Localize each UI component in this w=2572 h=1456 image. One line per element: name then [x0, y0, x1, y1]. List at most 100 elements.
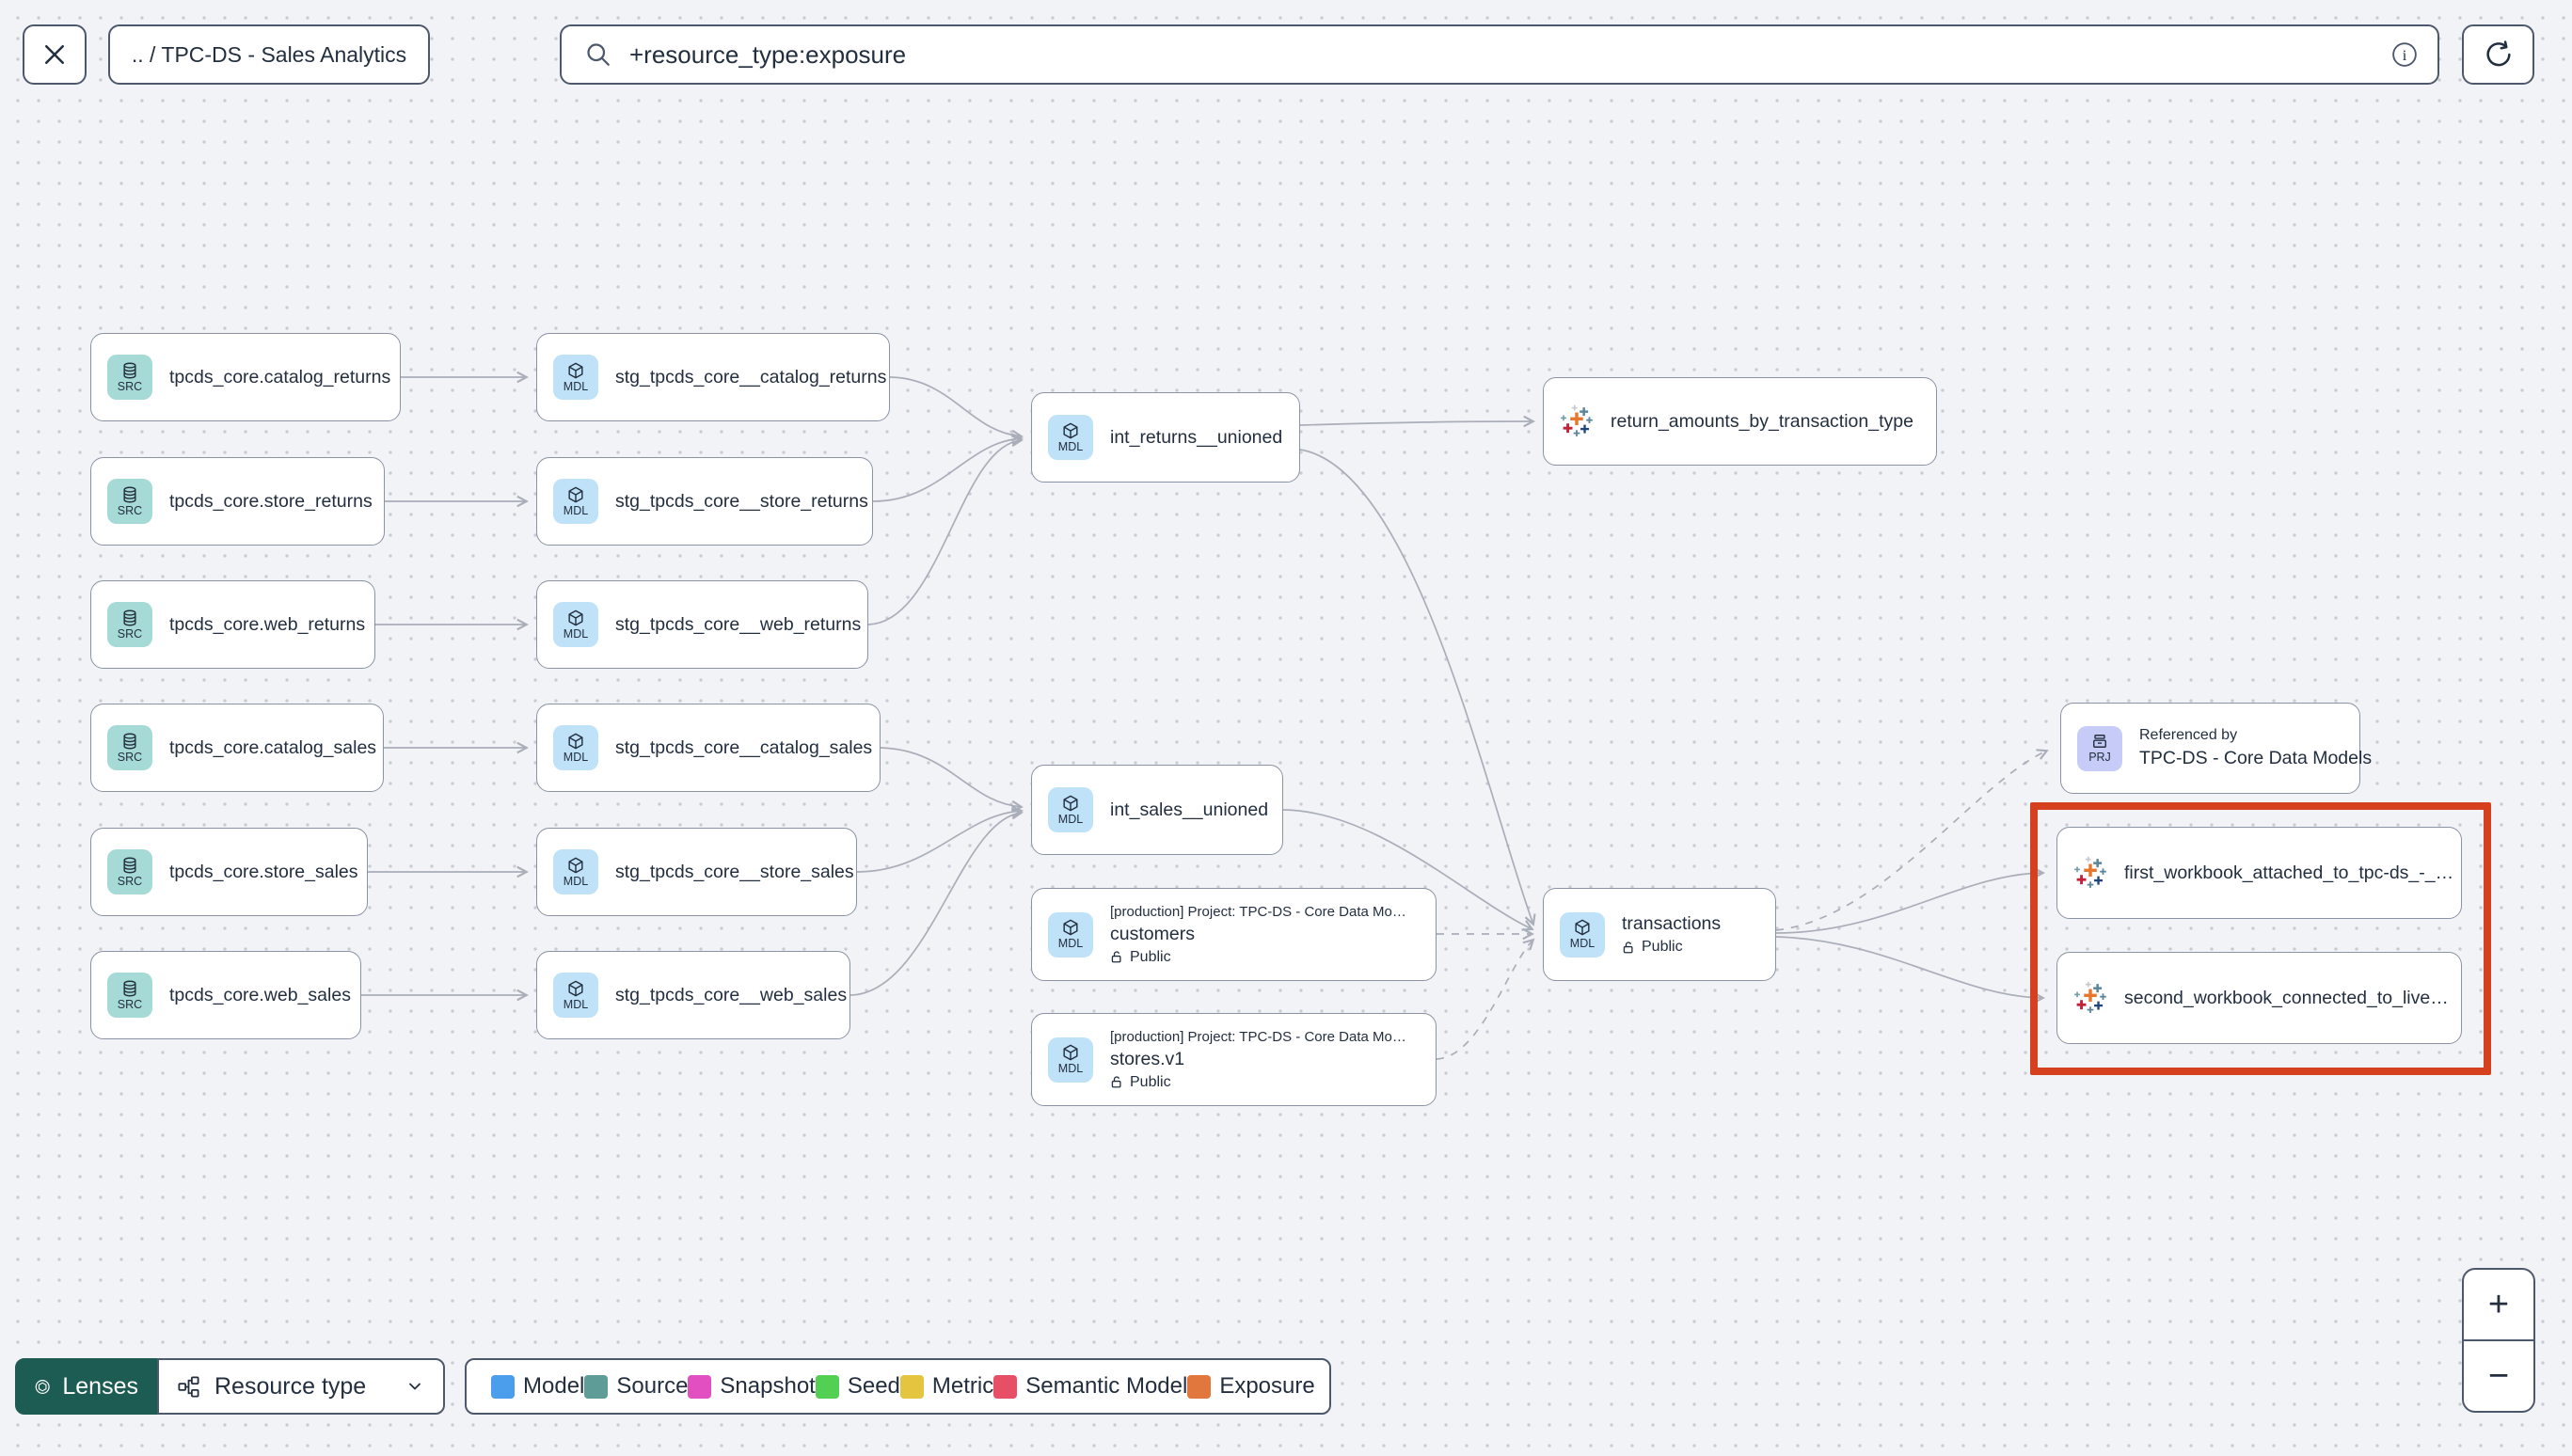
legend-swatch [584, 1374, 609, 1399]
node-exp-second-workbook[interactable]: second_workbook_connected_to_live… [2056, 952, 2462, 1044]
node-mdl-customers[interactable]: MDL [production] Project: TPC-DS - Core D… [1031, 888, 1437, 981]
legend-item-semantic-model: Semantic Model [993, 1373, 1187, 1400]
resource-type-icon [178, 1375, 199, 1398]
refresh-icon [2485, 40, 2511, 67]
lineage-edge [1299, 415, 1535, 428]
source-database-icon: SRC [107, 479, 152, 524]
zoom-control: + − [2462, 1268, 2535, 1413]
node-exp-return-amounts[interactable]: return_amounts_by_transaction_type [1543, 377, 1937, 466]
access-badge: Public [1110, 949, 1406, 966]
legend-item-snapshot: Snapshot [688, 1373, 816, 1400]
legend-item-metric: Metric [899, 1373, 993, 1400]
search-input[interactable] [627, 39, 2375, 71]
resource-type-dropdown[interactable]: Resource type [157, 1358, 445, 1415]
referenced-by-label: Referenced by [2139, 727, 2238, 743]
lineage-edge [1299, 449, 1536, 926]
close-icon [45, 45, 64, 64]
lineage-edge [867, 435, 1024, 625]
zoom-in-button[interactable]: + [2464, 1270, 2533, 1341]
lineage-edge [849, 807, 1024, 996]
source-database-icon: SRC [107, 849, 152, 894]
tableau-icon [1560, 404, 1594, 438]
lineage-edge [872, 433, 1024, 502]
legend-swatch [993, 1374, 1018, 1399]
legend-swatch [815, 1374, 839, 1399]
close-button[interactable] [23, 24, 87, 85]
legend-swatch [1187, 1374, 1212, 1399]
lenses-label: Lenses [62, 1372, 138, 1400]
search-bar[interactable]: i [560, 24, 2439, 85]
model-cube-icon: MDL [553, 479, 598, 524]
lineage-edge [889, 376, 1024, 442]
model-cube-icon: MDL [553, 725, 598, 770]
lineage-edge [856, 805, 1024, 873]
legend-item-model: Model [491, 1373, 584, 1400]
project-archive-icon: PRJ [2077, 725, 2122, 771]
node-exp-first-workbook[interactable]: first_workbook_attached_to_tpc-ds_-_… [2056, 827, 2462, 919]
model-cube-icon: MDL [1048, 911, 1093, 957]
access-badge: Public [1622, 939, 1721, 956]
info-icon[interactable]: i [2390, 40, 2419, 69]
source-database-icon: SRC [107, 602, 152, 647]
legend-item-source: Source [584, 1373, 688, 1400]
legend-swatch [491, 1374, 515, 1399]
zoom-out-button[interactable]: − [2464, 1341, 2533, 1411]
tableau-icon [2073, 981, 2107, 1015]
model-cube-icon: MDL [553, 602, 598, 647]
lineage-edge [1775, 749, 2049, 931]
model-cube-icon: MDL [1048, 415, 1093, 460]
lineage-edge [880, 747, 1024, 813]
legend-swatch [688, 1374, 712, 1399]
lock-open-icon [1110, 950, 1124, 964]
lineage-edge [1775, 866, 2045, 934]
project-context: [production] Project: TPC-DS - Core Data… [1110, 903, 1406, 920]
lock-open-icon [1110, 1075, 1124, 1089]
breadcrumb[interactable]: .. / TPC-DS - Sales Analytics [108, 24, 430, 85]
search-icon [587, 43, 610, 66]
model-cube-icon: MDL [553, 973, 598, 1018]
svg-text:i: i [2403, 47, 2407, 64]
legend-swatch [899, 1374, 924, 1399]
source-database-icon: SRC [107, 973, 152, 1018]
model-cube-icon: MDL [1560, 911, 1605, 957]
access-badge: Public [1110, 1074, 1406, 1091]
lenses-button[interactable]: Lenses [15, 1358, 157, 1415]
breadcrumb-label: .. / TPC-DS - Sales Analytics [131, 41, 407, 67]
lineage-edge [1282, 809, 1534, 931]
lineage-edge [1436, 938, 1535, 1060]
legend-item-seed: Seed [815, 1373, 900, 1400]
chevron-down-icon [409, 1383, 421, 1390]
refresh-button[interactable] [2462, 24, 2534, 85]
node-mdl-stores[interactable]: MDL [production] Project: TPC-DS - Core D… [1031, 1013, 1437, 1106]
resource-type-label: Resource type [214, 1372, 367, 1400]
model-cube-icon: MDL [1048, 1037, 1093, 1083]
legend-item-exposure: Exposure [1187, 1373, 1315, 1400]
lineage-edge [1775, 936, 2045, 1005]
project-context: [production] Project: TPC-DS - Core Data… [1110, 1028, 1406, 1045]
source-database-icon: SRC [107, 725, 152, 770]
lock-open-icon [1622, 941, 1636, 955]
model-cube-icon: MDL [1048, 787, 1093, 832]
tableau-icon [2073, 856, 2107, 890]
lenses-aperture-icon [35, 1379, 50, 1394]
model-cube-icon: MDL [553, 355, 598, 400]
